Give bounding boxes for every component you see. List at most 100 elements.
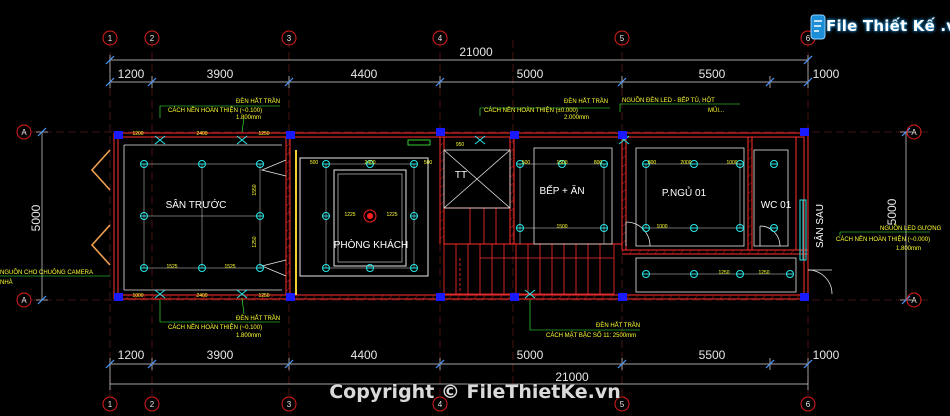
brand-logo-text: File Thiết Kế .vn xyxy=(826,17,950,35)
small-dim-x: 800 xyxy=(594,160,603,166)
dim-top-5: 5500 xyxy=(699,67,726,81)
spotlight-icon xyxy=(474,135,486,145)
column-mark xyxy=(286,293,295,301)
axis-label-bottom-1: 1 xyxy=(108,400,113,409)
note-3-title: NGUỒN ĐÈN LED - BẾP TỦ, HỘT xyxy=(622,97,715,104)
axis-label-left-a: A xyxy=(21,128,27,137)
columns xyxy=(114,128,809,301)
axis-label-bottom-6: 6 xyxy=(806,400,811,409)
small-dim-d: 1000 xyxy=(132,293,143,299)
column-mark xyxy=(800,128,809,136)
annotations: ĐÈN HẮT TRẦN CÁCH NỀN HOÀN THIỆN (~0.100… xyxy=(0,97,942,339)
axis-label-bottom-2: 2 xyxy=(150,400,155,409)
small-dim-p: 1550 xyxy=(252,184,258,195)
dim-side-right: 5000 xyxy=(885,198,899,225)
small-dim-j: 500 xyxy=(522,160,531,166)
small-dim-r: 1000 xyxy=(656,224,667,230)
column-mark xyxy=(618,293,627,301)
note-3-tail: MỦI... xyxy=(708,107,724,114)
front-gate xyxy=(90,149,111,266)
dim-bottom-2: 3900 xyxy=(207,348,234,362)
small-dim-n: 1225 xyxy=(344,212,355,218)
small-dim-m: 1525 xyxy=(224,264,235,270)
dimension-lines xyxy=(36,55,912,390)
room-front-yard: SÂN TRƯỚC xyxy=(166,198,227,211)
note-2-height: 2.000mm xyxy=(564,115,589,121)
note-1-title: ĐÈN HẮT TRẦN xyxy=(236,97,280,105)
column-mark xyxy=(436,128,445,136)
axis-bubbles xyxy=(16,30,922,412)
small-dim-b: 2400 xyxy=(196,131,207,137)
dim-bottom-4: 5000 xyxy=(517,348,544,362)
note-1-height: 1.800mm xyxy=(236,115,261,121)
small-dim-f: 2400 xyxy=(196,293,207,299)
note-4-height: 1.800mm xyxy=(896,246,921,252)
overall-dim-bottom: 21000 xyxy=(555,370,589,384)
spotlight-icon xyxy=(154,289,166,299)
small-dim-t: 1250 xyxy=(718,270,729,276)
small-dim-c2: 1250 xyxy=(252,236,258,247)
small-dim-o: 1225 xyxy=(386,212,397,218)
axis-label-top-2: 2 xyxy=(150,34,155,43)
brand-logo xyxy=(810,12,938,46)
small-dim-k: 2000 xyxy=(680,160,691,166)
spotlight-icon xyxy=(154,135,166,145)
logo-badge xyxy=(810,14,826,40)
doors xyxy=(260,159,833,295)
back-window xyxy=(799,199,807,261)
room-labels: SÂN TRƯỚC PHÒNG KHÁCH TT BẾP + ĂN P.NGỦ … xyxy=(166,170,826,251)
dim-top-2: 3900 xyxy=(207,67,234,81)
small-dim-h: 950 xyxy=(456,142,465,148)
axis-label-top-4: 4 xyxy=(438,34,443,43)
room-living: PHÒNG KHÁCH xyxy=(334,238,408,251)
staircase xyxy=(443,208,615,295)
small-dim-w: 1250 xyxy=(258,293,269,299)
spotlight-icon xyxy=(236,135,248,145)
spotlight-icon xyxy=(236,289,248,299)
note-5-tail: NHÀ xyxy=(0,279,13,286)
room-bedroom: P.NGỦ 01 xyxy=(662,186,707,199)
note-6-ref: CÁCH NỀN HOÀN THIỆN (~0.100) xyxy=(168,323,262,331)
dim-bottom-1: 1200 xyxy=(118,348,145,362)
room-kitchen: BẾP + ĂN xyxy=(539,184,584,197)
axis-label-top-3: 3 xyxy=(287,34,292,43)
small-dim-c: 1250 xyxy=(258,131,269,137)
small-dim-q: 1000 xyxy=(726,160,737,166)
wall-hatch xyxy=(114,137,808,299)
dim-top-6: 1000 xyxy=(813,67,840,81)
note-1-ref: CÁCH NỀN HOÀN THIỆN (~0.100) xyxy=(168,106,262,114)
room-outlines xyxy=(123,139,797,293)
column-mark xyxy=(114,131,123,139)
note-6-height: 1.800mm xyxy=(236,333,261,339)
axis-label-top-1: 1 xyxy=(108,34,113,43)
axis-label-top-6: 6 xyxy=(806,34,811,43)
small-dimensions: 1200 2400 1250 1000 2400 1250 500 2400 5… xyxy=(132,131,769,299)
note-7-ref: CÁCH MẶT BẬC SỐ 11: 2500mm xyxy=(546,332,636,339)
axis-label-top-5: 5 xyxy=(620,34,625,43)
overall-dim-top: 21000 xyxy=(459,45,493,59)
axis-label-bottom-4: 4 xyxy=(438,400,443,409)
small-dim-l: 1525 xyxy=(166,264,177,270)
column-mark xyxy=(510,131,519,139)
column-mark xyxy=(618,131,627,139)
note-5-title: NGUỒN CHO CHUÔNG CAMERA xyxy=(0,269,93,276)
dim-top-1: 1200 xyxy=(118,67,145,81)
note-2-title: ĐÈN HẮT TRẦN xyxy=(564,97,608,105)
axis-label-right-b: A xyxy=(911,296,917,305)
spotlight-icon xyxy=(524,289,536,299)
note-2-ref: CÁCH NỀN HOÀN THIỆN (±0.000) xyxy=(484,106,578,114)
small-dim-u: 1250 xyxy=(758,270,769,276)
dim-bottom-5: 5500 xyxy=(699,348,726,362)
axis-label-right-a: A xyxy=(911,128,917,137)
small-dim-e: 500 xyxy=(310,160,319,166)
light-fixtures xyxy=(140,135,794,299)
room-tt: TT xyxy=(455,170,467,181)
axis-labels: 1 2 3 4 5 6 1 2 3 4 5 6 A A A A xyxy=(21,34,917,409)
dim-side-left: 5000 xyxy=(29,204,43,231)
axis-grid xyxy=(20,40,930,400)
shaft-cross xyxy=(443,149,511,209)
small-dim-v: 2400 xyxy=(364,160,375,166)
column-mark xyxy=(510,293,519,301)
note-leaders xyxy=(0,103,930,331)
